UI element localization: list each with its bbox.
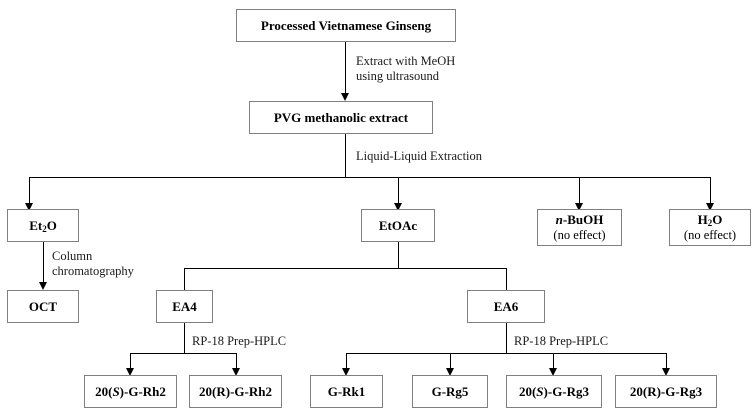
arrowhead-to-rg5 (446, 368, 454, 376)
split-bar-ea6-products (346, 353, 666, 354)
connector-to-rg5 (450, 353, 451, 370)
connector-to-rg3-s (553, 353, 554, 370)
connector-to-etoac (398, 177, 399, 205)
node-label: 20(R)-G-Rg3 (629, 383, 703, 399)
arrowhead-to-rh2-s (126, 368, 134, 376)
node-h2o: H2O (no effect) (669, 209, 751, 246)
arrowhead-et2o-to-oct (39, 282, 47, 290)
arrowhead-to-et2o (25, 203, 33, 211)
arrowhead-to-rh2-r (232, 368, 240, 376)
node-oct: OCT (7, 290, 79, 323)
node-20r-g-rg3: 20(R)-G-Rg3 (615, 375, 717, 408)
connector-ea6-to-split (506, 323, 507, 354)
node-label: EA6 (493, 298, 519, 314)
node-label: 20(S)-G-Rh2 (95, 383, 166, 399)
node-sublabel: (no effect) (553, 227, 606, 242)
node-label: Et2O (29, 217, 57, 234)
split-bar-solvent-fractions (29, 177, 711, 178)
node-20s-g-rh2: 20(S)-G-Rh2 (84, 375, 177, 408)
connector-to-ea6 (506, 268, 507, 290)
connector-et2o-to-oct (43, 242, 44, 284)
node-label: OCT (28, 298, 58, 314)
arrowhead-pvg-to-extract (341, 93, 349, 101)
node-20r-g-rh2: 20(R)-G-Rh2 (189, 375, 282, 408)
node-label: 20(R)-G-Rh2 (199, 383, 272, 399)
node-label: 20(S)-G-Rg3 (518, 383, 590, 399)
connector-to-h2o (710, 177, 711, 205)
node-ea4: EA4 (156, 290, 213, 323)
arrowhead-to-rg3-r (662, 368, 670, 376)
split-bar-ea-fractions (184, 268, 506, 269)
node-label: Processed Vietnamese Ginseng (260, 17, 432, 33)
connector-ea4-to-split (184, 323, 185, 354)
node-label: G-Rg5 (431, 383, 469, 399)
arrowhead-to-etoac (394, 203, 402, 211)
node-label: EtOAc (378, 217, 418, 233)
edge-label-liquid-liquid-extraction: Liquid-Liquid Extraction (356, 149, 483, 163)
node-pvg-methanolic-extract: PVG methanolic extract (249, 101, 433, 134)
node-ea6: EA6 (467, 290, 545, 323)
node-label: G-Rk1 (327, 383, 366, 399)
connector-pvg-to-extract (345, 42, 346, 95)
node-label: EA4 (172, 298, 197, 314)
edge-label-column-chromatography: Column chromatography (52, 249, 134, 279)
node-20s-g-rg3: 20(S)-G-Rg3 (506, 375, 602, 408)
edge-label-extract-meoh: Extract with MeOH using ultrasound (356, 54, 456, 84)
connector-to-rh2-s (130, 353, 131, 370)
arrowhead-to-nbuoh (575, 203, 583, 211)
connector-to-rh2-r (236, 353, 237, 370)
node-g-rg5: G-Rg5 (412, 375, 488, 408)
node-g-rk1: G-Rk1 (310, 375, 383, 408)
connector-to-rk1 (346, 353, 347, 370)
arrowhead-to-rk1 (342, 368, 350, 376)
arrowhead-to-rg3-s (549, 368, 557, 376)
node-etoac: EtOAc (361, 209, 435, 242)
node-label: PVG methanolic extract (273, 109, 409, 125)
connector-to-ea4 (184, 268, 185, 290)
arrowhead-to-h2o (706, 203, 714, 211)
node-processed-vietnamese-ginseng: Processed Vietnamese Ginseng (236, 9, 456, 42)
node-nbuoh: n-BuOH (no effect) (537, 209, 622, 246)
edge-label-hplc-left: RP-18 Prep-HPLC (192, 334, 287, 348)
connector-extract-to-split (345, 134, 346, 177)
connector-to-et2o (29, 177, 30, 205)
node-sublabel: (no effect) (683, 227, 737, 242)
node-label: H2O (697, 212, 723, 229)
node-label: n-BuOH (555, 212, 604, 228)
edge-label-hplc-right: RP-18 Prep-HPLC (514, 334, 609, 348)
split-bar-rh2 (130, 353, 236, 354)
connector-etoac-to-split (398, 242, 399, 269)
connector-to-nbuoh (579, 177, 580, 205)
connector-to-rg3-r (666, 353, 667, 370)
node-et2o: Et2O (7, 209, 79, 242)
